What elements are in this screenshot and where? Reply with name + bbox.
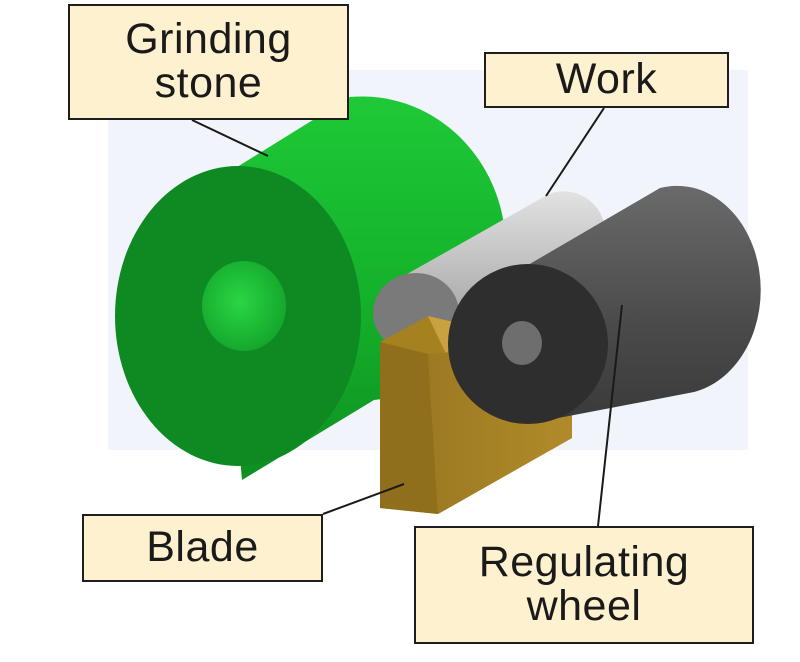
grinding-stone bbox=[115, 96, 506, 480]
label-blade: Blade bbox=[82, 514, 323, 582]
regulating-wheel-hub bbox=[502, 321, 542, 365]
grinding-stone-hub bbox=[202, 261, 286, 351]
label-work: Work bbox=[484, 52, 729, 108]
grinding-stone-leader bbox=[191, 119, 269, 157]
label-grinding-stone: Grinding stone bbox=[68, 4, 349, 120]
label-regulating-wheel-line1: Regulating bbox=[478, 538, 690, 587]
label-regulating-wheel: Regulating wheel bbox=[414, 526, 754, 644]
label-grinding-stone-line1: Grinding bbox=[125, 15, 292, 64]
regulating-wheel bbox=[448, 185, 761, 424]
label-grinding-stone-line2: stone bbox=[154, 59, 263, 107]
blade-leader bbox=[322, 483, 405, 515]
regulating-wheel-leader bbox=[597, 304, 623, 527]
work-leader bbox=[545, 107, 605, 197]
blade-side bbox=[380, 342, 438, 514]
label-blade-text: Blade bbox=[146, 523, 259, 572]
label-regulating-wheel-line2: wheel bbox=[526, 582, 642, 630]
label-work-text: Work bbox=[555, 55, 658, 104]
